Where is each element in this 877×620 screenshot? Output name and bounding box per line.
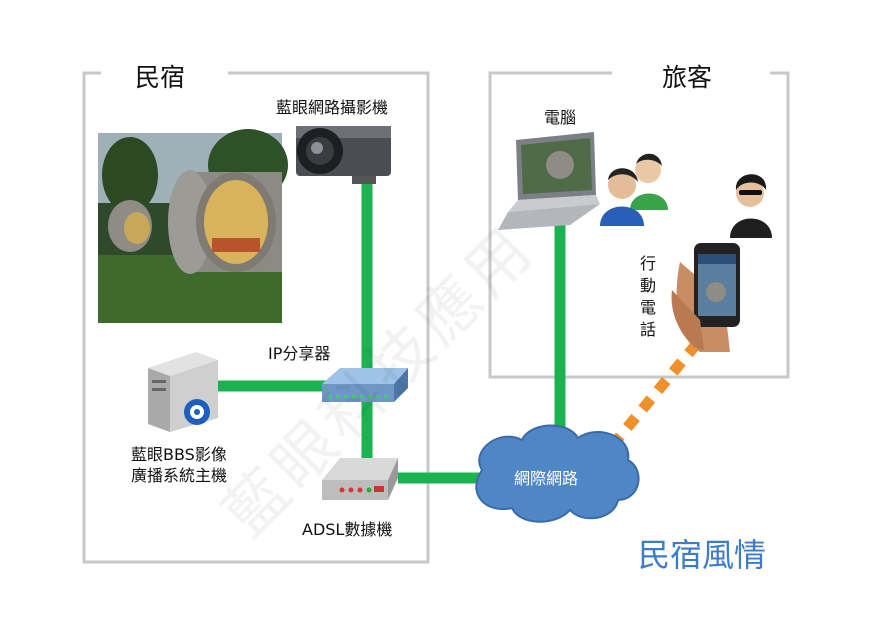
server-label-line2: 廣播系統主機	[131, 466, 228, 485]
minsu-section-title: 民宿	[135, 63, 186, 92]
router-label: IP分享器	[268, 344, 331, 363]
phone-label-char-3: 電	[640, 298, 657, 317]
computer-label: 電腦	[544, 108, 577, 127]
traveler-frame	[488, 71, 790, 379]
router-icon	[322, 368, 408, 402]
server-label-line1: 藍眼BBS影像	[131, 445, 227, 464]
guesthouse-photo	[98, 129, 288, 323]
person-sunglasses-icon	[730, 174, 772, 238]
server-icon	[148, 352, 218, 432]
camera-label: 藍眼網路攝影機	[276, 98, 389, 117]
modem-icon	[322, 458, 398, 500]
phone-label-char-2: 動	[640, 276, 657, 295]
laptop-icon	[498, 132, 600, 230]
users-icon	[600, 153, 668, 226]
modem-label: ADSL數據機	[302, 520, 393, 539]
camera-icon	[296, 126, 391, 184]
internet-cloud-icon	[475, 424, 640, 523]
minsu-frame	[82, 71, 430, 564]
caption-title: 民宿風情	[638, 536, 767, 574]
traveler-section-title: 旅客	[662, 63, 713, 92]
internet-label: 網際網路	[514, 469, 579, 488]
mobile-phone-icon	[671, 243, 740, 352]
phone-wireless-link	[607, 314, 723, 450]
phone-label-char-4: 話	[640, 320, 657, 339]
phone-label-char-1: 行	[640, 254, 657, 273]
